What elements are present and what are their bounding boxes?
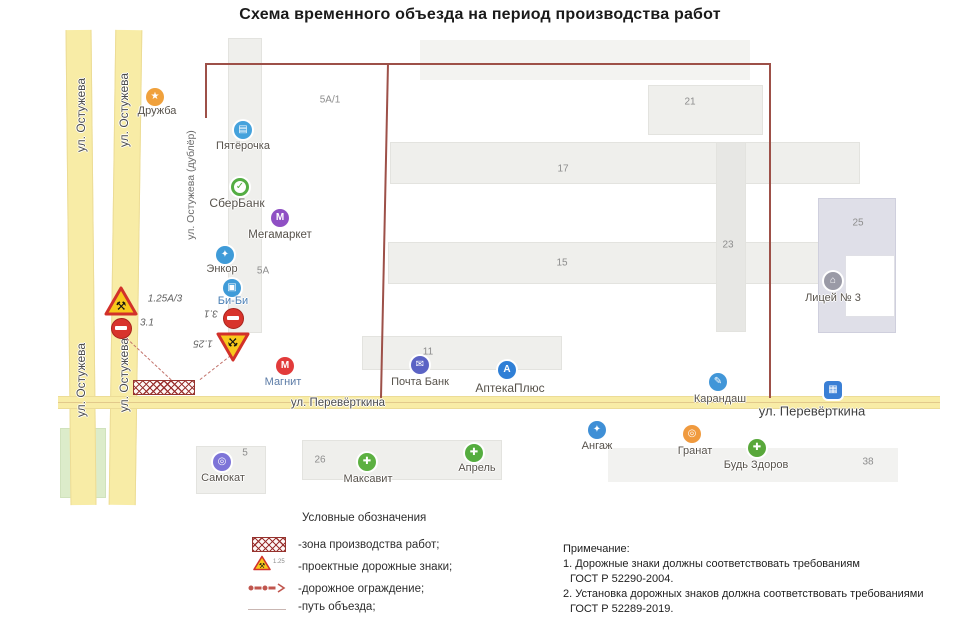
building-shape <box>420 40 750 80</box>
sign-code-label: 1.25 <box>193 337 213 349</box>
note-heading: Примечание: <box>563 543 630 555</box>
star-icon: ★ <box>146 88 164 106</box>
druzhba-label: Дружба <box>137 105 177 117</box>
sberbank-label: СберБанк <box>209 196 265 210</box>
legend-item-detour-path: -путь объезда; <box>298 601 376 613</box>
street-label-ostuzheva-1: ул. Остужева <box>74 77 88 153</box>
legend-title: Условные обозначения <box>302 512 427 524</box>
check-icon: ✓ <box>231 178 249 196</box>
legend-item-road-signs: -проектные дорожные знаки; <box>298 561 453 573</box>
legend-item-work-zone: -зона производства работ; <box>298 539 440 551</box>
granat-label: Гранат <box>677 445 713 457</box>
sign-code-label: 1.25А/3 <box>147 293 183 305</box>
star-icon: ✦ <box>588 421 606 439</box>
building-number: 23 <box>722 239 734 251</box>
work-zone-swatch <box>252 537 286 552</box>
pochta-bank-label: Почта Банк <box>391 376 449 388</box>
maksavit-label: Максавит <box>343 473 393 485</box>
apteka-plus-label: АптекаПлюс <box>475 381 545 395</box>
detour-path-left-tick <box>205 63 207 118</box>
page-title: Схема временного объезда на период произ… <box>239 6 721 23</box>
enkor-label: Энкор <box>206 263 238 275</box>
legend-item-fence: -дорожное ограждение; <box>298 583 425 595</box>
legend-sign-code: 1.25 <box>273 559 285 565</box>
sign-code-label: 3.1 <box>204 307 218 319</box>
pharmacy-a-icon: A <box>498 361 516 379</box>
street-label-ostuzheva-3: ул. Остужева <box>74 342 88 418</box>
detour-line-swatch <box>248 609 286 610</box>
building-number: 38 <box>862 456 874 468</box>
street-label-ostuzheva-4: ул. Остужева <box>117 337 131 413</box>
detour-path-top <box>205 63 770 65</box>
car-icon: ▣ <box>223 279 241 297</box>
school-icon: ⌂ <box>824 272 842 290</box>
note-line-1: 1. Дорожные знаки должны соответствовать… <box>563 558 860 570</box>
building-number: 5А/1 <box>319 94 341 106</box>
building-shape <box>390 142 860 184</box>
no-entry-bar <box>115 326 127 330</box>
magnit-label: Магнит <box>264 376 302 388</box>
svg-text:⚒: ⚒ <box>259 562 265 570</box>
note-line-4: ГОСТ Р 52289-2019. <box>570 603 674 615</box>
no-entry-bar <box>227 316 239 320</box>
pharmacy-cross-icon: ✚ <box>465 444 483 462</box>
street-label-perevyortkina-right: ул. Перевёрткина <box>758 403 866 419</box>
roadworks-sign-icon: ⚒ <box>104 286 138 316</box>
building-number: 26 <box>314 454 326 466</box>
transit-icon: ▦ <box>824 381 842 399</box>
building-number: 17 <box>557 163 569 175</box>
building-number: 15 <box>556 257 568 269</box>
road-center-line <box>58 402 940 403</box>
building-shape <box>648 85 763 135</box>
building-number: 5А <box>256 265 270 277</box>
aprel-label: Апрель <box>458 462 496 474</box>
metro-m-icon: М <box>271 209 289 227</box>
roadworks-sign-swatch-icon: ⚒ <box>253 555 271 571</box>
building-number: 11 <box>422 346 434 358</box>
svg-text:⚒: ⚒ <box>116 299 127 313</box>
building-number: 5 <box>242 447 248 459</box>
pharmacy-cross-icon: ✚ <box>748 439 766 457</box>
building-shape <box>196 446 266 494</box>
tool-icon: ✦ <box>216 246 234 264</box>
street-label-perevyortkina-left: ул. Перевёрткина <box>290 397 386 409</box>
street-label-ostuzheva-dubler: ул. Остужева (дублёр) <box>185 130 197 240</box>
pyaterochka-label: Пятёрочка <box>216 140 270 152</box>
note-line-2: ГОСТ Р 52290-2004. <box>570 573 674 585</box>
store-icon: М <box>276 357 294 375</box>
building-shape <box>388 242 853 284</box>
road-fence-swatch-icon <box>248 583 286 593</box>
street-label-ostuzheva-2: ул. Остужева <box>117 72 131 148</box>
ring-icon: ◎ <box>683 425 701 443</box>
pharmacy-cross-icon: ✚ <box>358 453 376 471</box>
roadworks-sign-icon: ⚒ <box>216 332 250 362</box>
work-zone-area <box>133 380 195 395</box>
megamarket-label: Мегамаркет <box>248 229 312 241</box>
no-entry-sign-icon <box>222 307 244 329</box>
pencil-icon: ✎ <box>709 373 727 391</box>
building-shape <box>362 336 562 370</box>
angazh-label: Ангаж <box>581 440 613 452</box>
building-shape <box>716 142 746 332</box>
karandash-label: Карандаш <box>693 393 747 405</box>
building-shape <box>845 255 895 317</box>
no-entry-sign-icon <box>110 317 132 339</box>
licey-3-label: Лицей № 3 <box>805 292 861 304</box>
bibi-label: Би-Би <box>217 295 249 307</box>
building-number: 21 <box>684 96 696 108</box>
donut-icon: ◎ <box>213 453 231 471</box>
building-number: 25 <box>852 217 864 229</box>
note-line-3: 2. Установка дорожных знаков должна соот… <box>563 588 924 600</box>
basket-icon: ▤ <box>234 121 252 139</box>
sign-code-label: 3.1 <box>140 317 154 329</box>
envelope-icon: ✉ <box>411 356 429 374</box>
detour-path-right <box>769 63 771 398</box>
svg-text:⚒: ⚒ <box>227 335 238 349</box>
bud-zdorov-label: Будь Здоров <box>723 459 789 471</box>
samokat-label: Самокат <box>201 472 245 484</box>
